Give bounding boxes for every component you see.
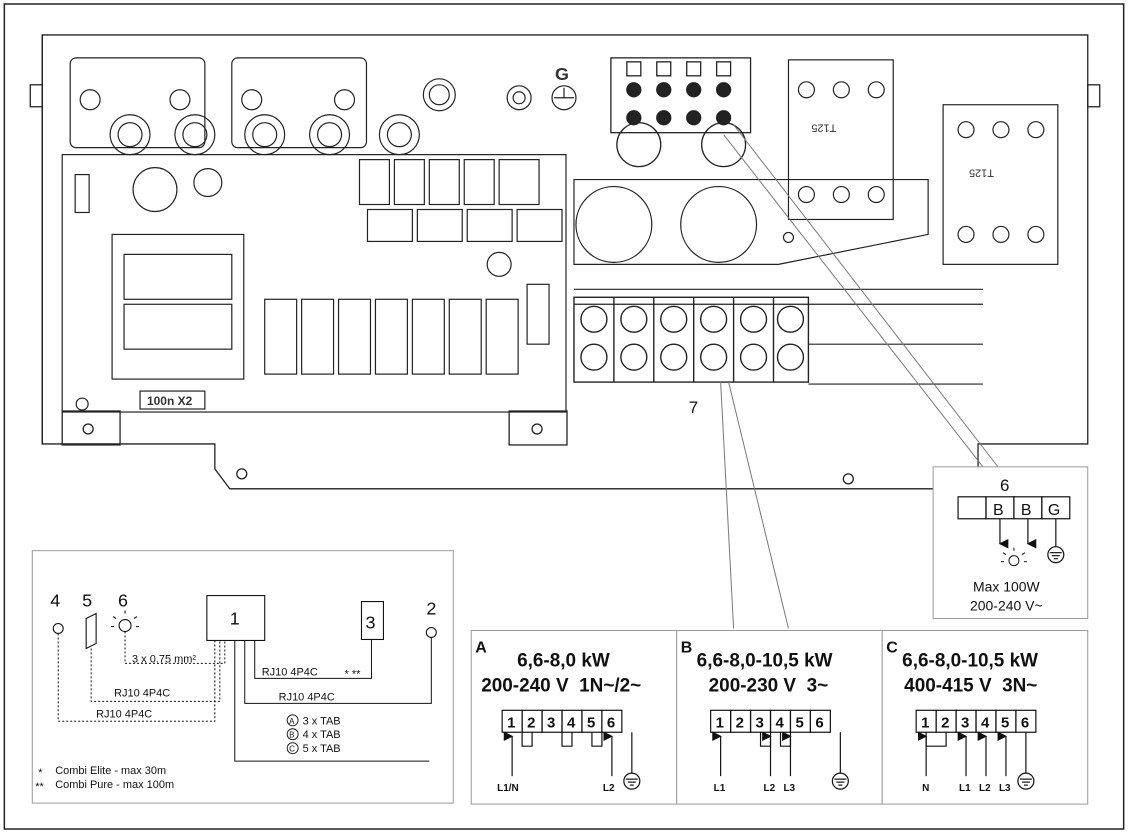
config-a-voltage: 200-240 V 1N~/2~	[481, 675, 641, 696]
wiring-label-5: 5	[82, 591, 92, 611]
note-2-star: **	[35, 781, 44, 793]
tab-letter-circles	[286, 714, 299, 755]
cable-3x075: 3 x 0.75 mm²	[132, 653, 196, 665]
config-b-letter: B	[681, 639, 693, 656]
tab-letter-a: A	[289, 717, 295, 726]
unit-housing	[29, 34, 1101, 490]
config-c-wiring	[917, 731, 1035, 790]
relay-max-power: Max 100W	[973, 579, 1041, 595]
note-1: Combi Elite - max 30m	[55, 765, 166, 777]
config-a-letter: A	[475, 639, 487, 656]
cable-rj10-to-3: RJ10 4P4C	[262, 666, 318, 678]
wiring-label-2: 2	[426, 599, 436, 619]
config-b-power: 6,6-8,0-10,5 kW	[697, 650, 833, 671]
config-a-t5: 5	[587, 714, 595, 731]
config-a-panel	[470, 629, 678, 805]
cable-asterisks: * **	[345, 668, 362, 680]
lamp-icon	[1000, 547, 1027, 567]
config-b-label-l3: L3	[783, 783, 795, 794]
config-c-t6: 6	[1021, 714, 1029, 731]
contactor-1-label: T125	[811, 122, 836, 134]
cable-rj10-to-2: RJ10 4P4C	[279, 691, 335, 703]
config-c-t4: 4	[981, 714, 990, 731]
wiring-symbols	[52, 595, 437, 650]
contactor-1	[787, 59, 894, 221]
config-c-power: 6,6-8,0-10,5 kW	[902, 650, 1038, 671]
main-terminal-block	[573, 296, 810, 383]
config-a-t6: 6	[607, 714, 615, 731]
tab-c-text: 5 x TAB	[303, 743, 341, 755]
contactor-2	[942, 104, 1059, 265]
ground-symbol-label: G	[555, 64, 569, 84]
config-c-label-n: N	[922, 783, 929, 794]
terminal-block-number: 7	[689, 398, 698, 417]
config-a-power: 6,6-8,0 kW	[517, 650, 610, 671]
config-c-t3: 3	[961, 714, 969, 731]
config-a-t3: 3	[547, 714, 555, 731]
note-1-star: *	[38, 767, 43, 779]
config-a-wiring	[503, 731, 641, 790]
config-c-t2: 2	[941, 714, 949, 731]
config-b-strip	[710, 709, 831, 733]
relay-terminal-g: G	[1048, 502, 1060, 519]
config-b-t4: 4	[775, 714, 784, 731]
config-b-wiring	[712, 731, 849, 790]
tab-letter-c: C	[289, 745, 295, 754]
config-b-t2: 2	[736, 714, 744, 731]
relay-wiring	[998, 518, 1065, 564]
note-2: Combi Pure - max 100m	[55, 779, 174, 791]
wiring-lines	[57, 631, 432, 762]
config-c-voltage: 400-415 V 3N~	[904, 675, 1037, 696]
config-b-t3: 3	[756, 714, 764, 731]
tab-a-text: 3 x TAB	[303, 715, 341, 727]
relay-terminal-b2: B	[1021, 502, 1032, 519]
relay-box-number: 6	[1000, 476, 1009, 495]
config-b-label-l2: L2	[764, 783, 776, 794]
wiring-unit-1: 1	[230, 609, 240, 629]
tab-b-text: 4 x TAB	[303, 729, 341, 741]
config-a-t1: 1	[507, 714, 515, 731]
wiring-label-4: 4	[50, 591, 60, 611]
cable-rj10-to-4: RJ10 4P4C	[96, 708, 152, 720]
config-b-label-l1: L1	[714, 783, 726, 794]
outer-frame	[3, 3, 1125, 830]
config-b-t1: 1	[716, 714, 724, 731]
config-c-letter: C	[886, 639, 898, 656]
config-a-t4: 4	[567, 714, 576, 731]
tab-letter-b: B	[289, 731, 294, 740]
config-a-label-l2: L2	[603, 783, 615, 794]
relay-voltage: 200-240 V~	[970, 598, 1043, 614]
wiring-unit-3: 3	[365, 612, 375, 632]
config-b-t6: 6	[815, 714, 823, 731]
relay-terminal-b1: B	[993, 502, 1004, 519]
relay-box-panel	[932, 466, 1089, 620]
contactor-2-label: T125	[969, 167, 994, 179]
config-c-t5: 5	[1001, 714, 1009, 731]
cable-glands	[69, 57, 577, 156]
cable-rj10-to-5: RJ10 4P4C	[114, 687, 170, 699]
leader-lines	[720, 124, 999, 629]
config-b-voltage: 200-230 V 3~	[709, 675, 829, 696]
wiring-label-6: 6	[118, 591, 128, 611]
config-c-label-l3: L3	[999, 783, 1011, 794]
config-c-label-l1: L1	[959, 783, 971, 794]
config-c-t1: 1	[921, 714, 929, 731]
config-b-t5: 5	[795, 714, 803, 731]
pcb-label: 100n X2	[147, 394, 193, 408]
heating-element	[573, 178, 983, 385]
top-terminal-block	[610, 57, 752, 168]
config-a-t2: 2	[527, 714, 535, 731]
config-a-label-l1n: L1/N	[497, 783, 519, 794]
config-c-label-l2: L2	[979, 783, 991, 794]
control-pcb	[61, 154, 567, 413]
